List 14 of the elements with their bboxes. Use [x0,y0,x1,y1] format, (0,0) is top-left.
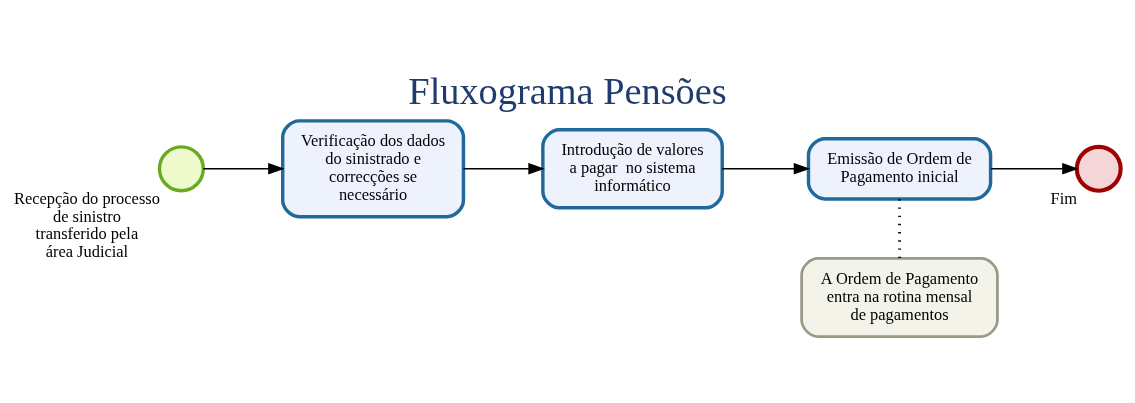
node-box: A Ordem de Pagamento entra na rotina mensal de pagamentos [800,256,999,338]
arrow [462,162,545,175]
connector [898,198,901,258]
node-box: Verificação dos dados do sinistrado e correcções se necessário [281,118,466,218]
arrow [990,162,1079,175]
arrow [202,162,285,175]
node-circle [157,144,205,192]
node-label: Recepção do processo de sinistro transferido pela área Judicial [13,188,160,261]
node-circle [1074,144,1123,193]
node-box: Emissão de Ordem de Pagamento inicial [806,136,993,201]
node-box: Introdução de valores a pagar no sistema informático [541,127,724,210]
diagram-title: Fluxograma Pensões [408,69,727,112]
node-label: Fim [1050,188,1078,208]
arrow [721,162,811,175]
